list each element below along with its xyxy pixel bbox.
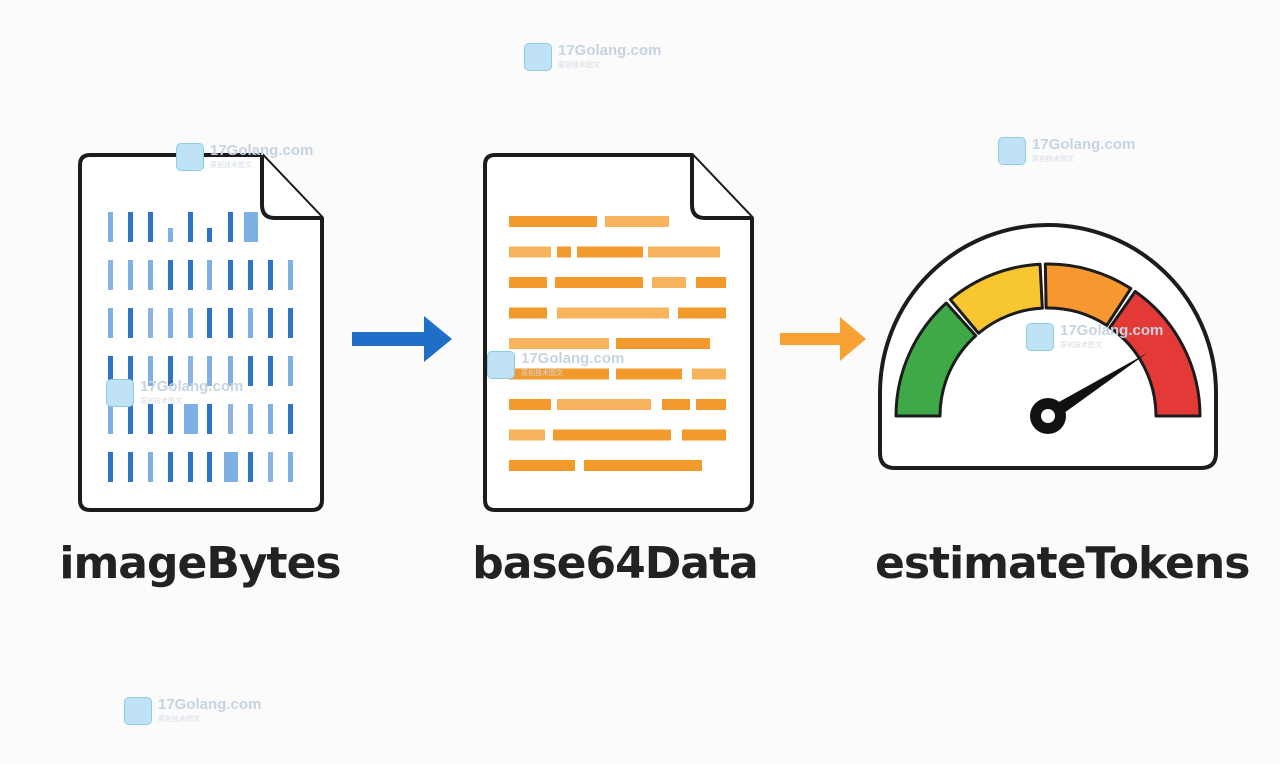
watermark-logo-icon (998, 137, 1026, 165)
watermark: 17Golang.com 原创技术图文 (1026, 322, 1176, 352)
watermark: 17Golang.com 原创技术图文 (106, 378, 256, 408)
watermark-logo-icon (176, 143, 204, 171)
watermark: 17Golang.com 原创技术图文 (176, 142, 326, 172)
gauge-segments (894, 262, 1202, 418)
node-label-estimate-tokens: estimateTokens (875, 538, 1250, 589)
gauge-segment (1108, 289, 1202, 418)
gauge-segment (1043, 262, 1133, 327)
watermark-logo-icon (487, 351, 515, 379)
binary-data-bars (108, 212, 293, 482)
arrow-base64-to-estimate (780, 317, 866, 361)
watermark-logo-icon (124, 697, 152, 725)
node-label-base64-data: base64Data (472, 538, 758, 589)
binary-document-icon (78, 153, 324, 512)
watermark-logo-icon (1026, 323, 1054, 351)
gauge-needle (1030, 352, 1148, 434)
watermark: 17Golang.com 原创技术图文 (524, 42, 674, 72)
node-label-image-bytes: imageBytes (59, 538, 341, 589)
base64-text-lines (509, 216, 726, 471)
watermark: 17Golang.com 原创技术图文 (124, 696, 274, 726)
watermark-logo-icon (524, 43, 552, 71)
watermark: 17Golang.com 原创技术图文 (487, 350, 637, 380)
gauge-segment (894, 301, 978, 418)
watermark-logo-icon (106, 379, 134, 407)
watermark: 17Golang.com 原创技术图文 (998, 136, 1148, 166)
gauge-segment (948, 262, 1044, 335)
text-document-icon (483, 153, 754, 512)
arrow-image-to-base64 (352, 316, 452, 362)
